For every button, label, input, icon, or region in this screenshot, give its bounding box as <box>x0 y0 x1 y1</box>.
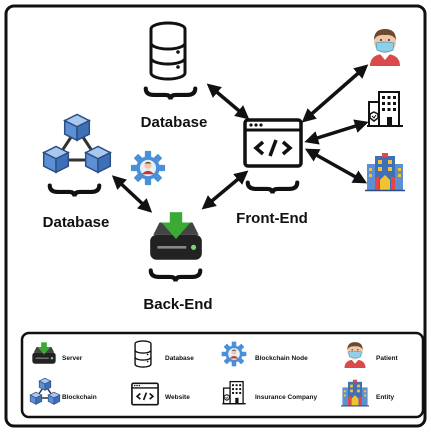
legend-item-website: Website <box>131 382 190 406</box>
website-icon <box>243 118 303 168</box>
arrow-frontend-insurance <box>304 119 369 145</box>
svg-text:Blockchain: Blockchain <box>62 394 97 401</box>
website-icon <box>131 382 159 406</box>
legend-item-blockchain: Blockchain <box>29 377 97 405</box>
svg-text:Entity: Entity <box>376 394 394 401</box>
database-left-node: Database <box>43 113 112 231</box>
blockchain-node-icon <box>130 150 166 186</box>
frontend-label: Front-End <box>236 210 308 227</box>
arrow-frontend-entity <box>304 148 368 184</box>
blockchain-icon <box>63 113 91 142</box>
legend-item-patient: Patient <box>344 341 399 368</box>
svg-text:Patient: Patient <box>376 355 399 362</box>
database-icon <box>134 340 152 368</box>
database-top-label: Database <box>141 114 208 131</box>
svg-text:Website: Website <box>165 394 190 401</box>
blockchain-node-icon <box>221 341 247 367</box>
backend-node: Back-End <box>143 212 213 313</box>
legend-item-insurance-company: Insurance Company <box>221 380 318 405</box>
arrow-blockchain-backend <box>111 175 153 213</box>
database-left-label: Database <box>43 214 110 231</box>
legend-item-server: Server <box>31 342 83 365</box>
arrow-database-frontend <box>206 83 250 120</box>
legend: Server Database Blockchain Node Patient … <box>20 331 425 419</box>
legend-item-database: Database <box>134 340 194 368</box>
svg-text:Insurance Company: Insurance Company <box>255 394 318 401</box>
legend-item-blockchain-node: Blockchain Node <box>221 341 308 367</box>
database-icon <box>149 21 187 81</box>
arrow-frontend-patient <box>301 64 369 123</box>
frontend-node: Front-End <box>236 118 308 227</box>
database-top-node: Database <box>141 21 208 131</box>
backend-label: Back-End <box>143 296 212 313</box>
svg-text:Blockchain Node: Blockchain Node <box>255 355 308 362</box>
svg-text:Server: Server <box>62 355 83 362</box>
arrow-frontend-backend <box>201 170 249 210</box>
svg-text:Database: Database <box>165 355 194 362</box>
connection-arrows <box>111 64 369 213</box>
legend-item-entity: Entity <box>341 379 394 407</box>
blockchain-icon <box>38 377 52 391</box>
legend-frame <box>20 331 425 419</box>
